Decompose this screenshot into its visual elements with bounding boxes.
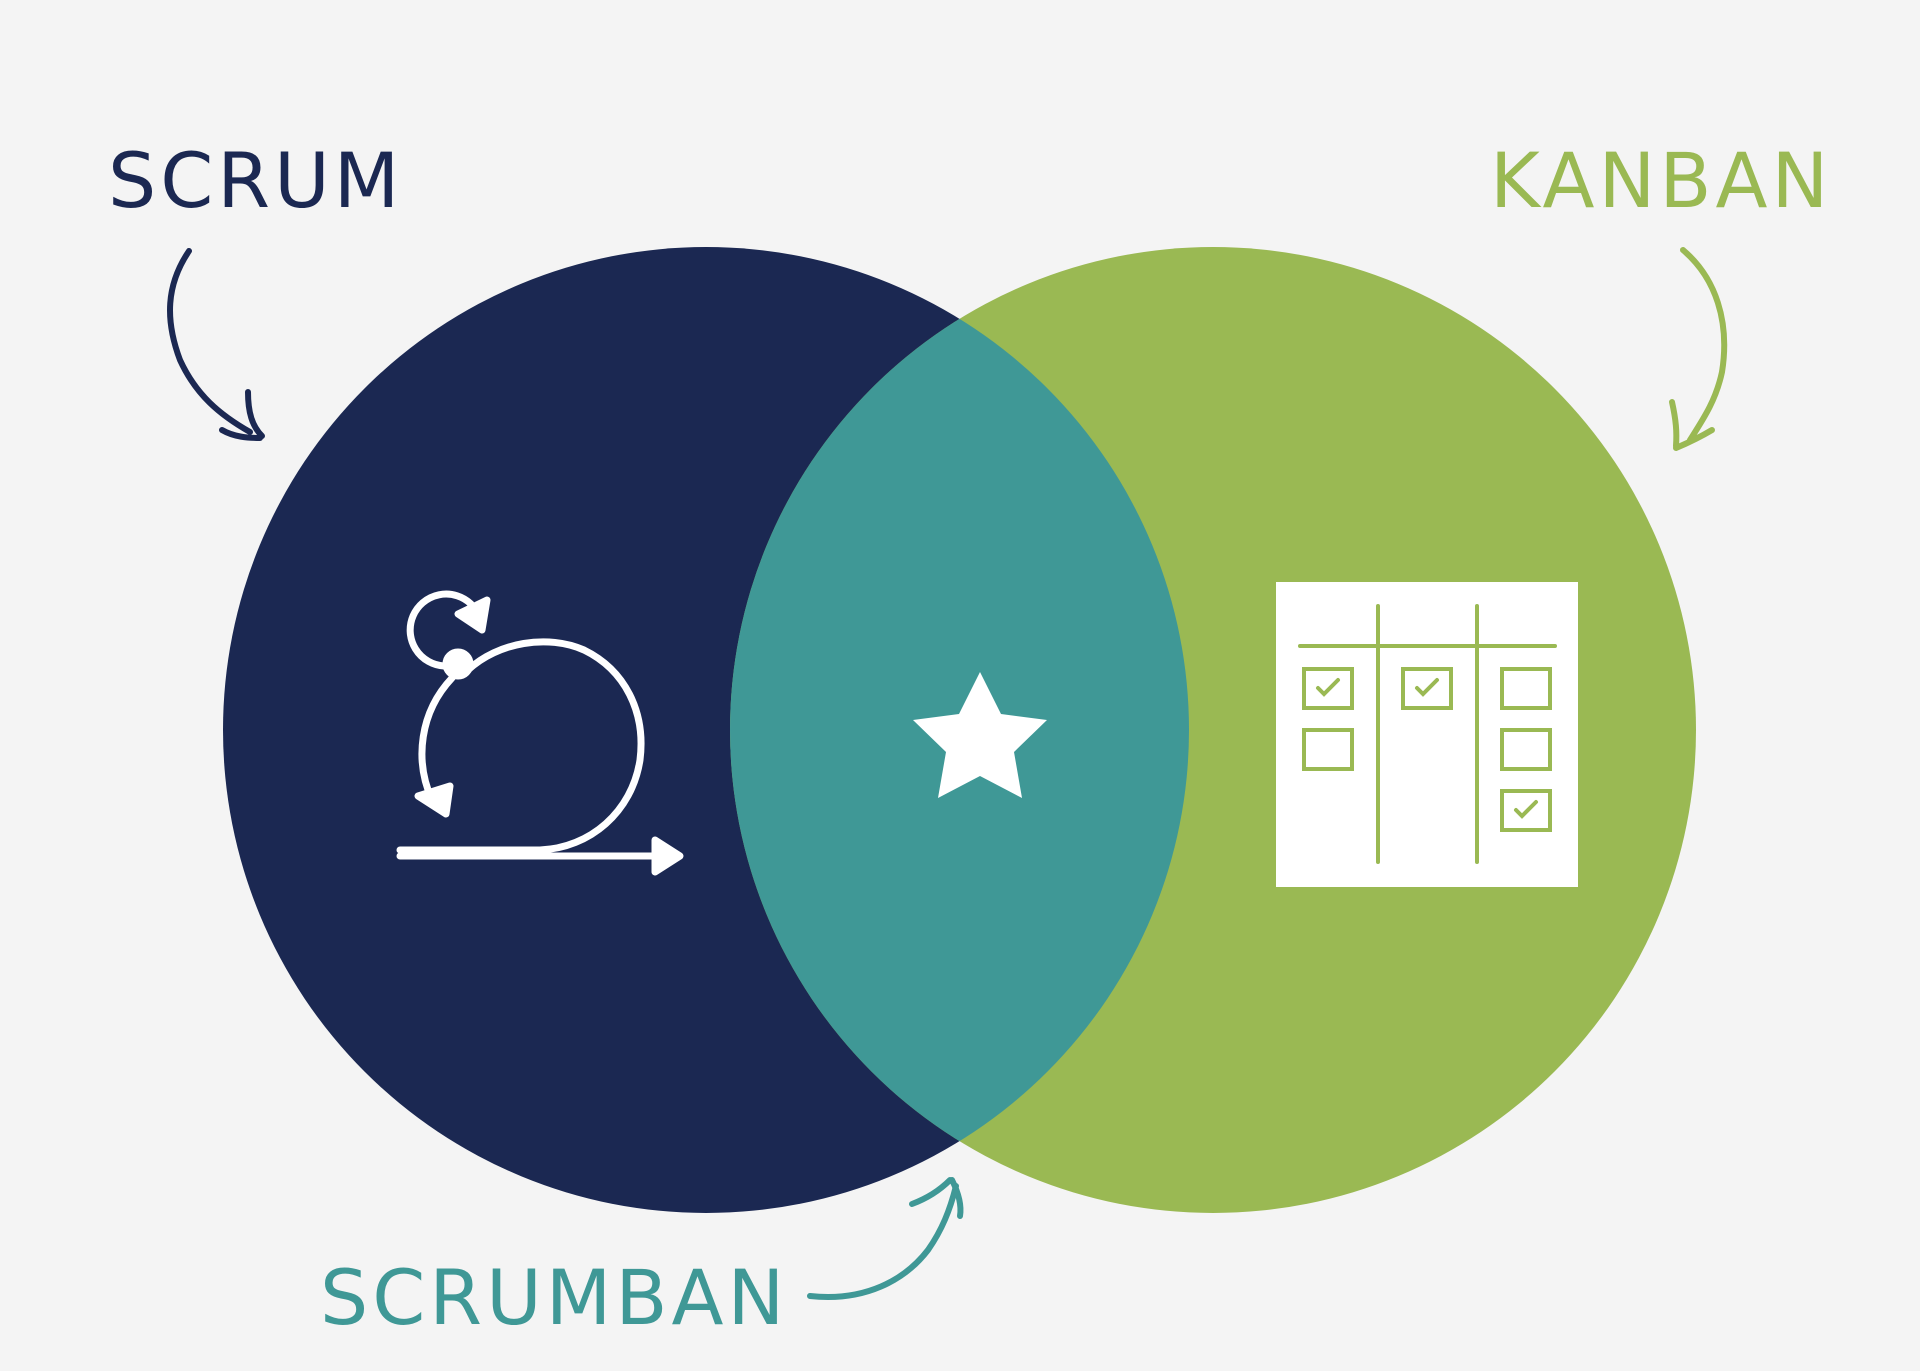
star-icon bbox=[913, 672, 1047, 798]
scrum-label: SCRUM bbox=[108, 136, 404, 225]
kanban-label: KANBAN bbox=[1490, 136, 1833, 225]
kanban-arrow-icon bbox=[1669, 247, 1728, 451]
scrumban-overlap bbox=[730, 247, 1189, 1213]
scrum-arrow-icon bbox=[167, 248, 265, 441]
kanban-board-icon bbox=[1276, 582, 1578, 887]
scrum-sprint-cycle-icon bbox=[396, 590, 684, 876]
scrumban-arrow-icon bbox=[807, 1177, 964, 1300]
scrumban-label: SCRUMBAN bbox=[320, 1253, 789, 1342]
